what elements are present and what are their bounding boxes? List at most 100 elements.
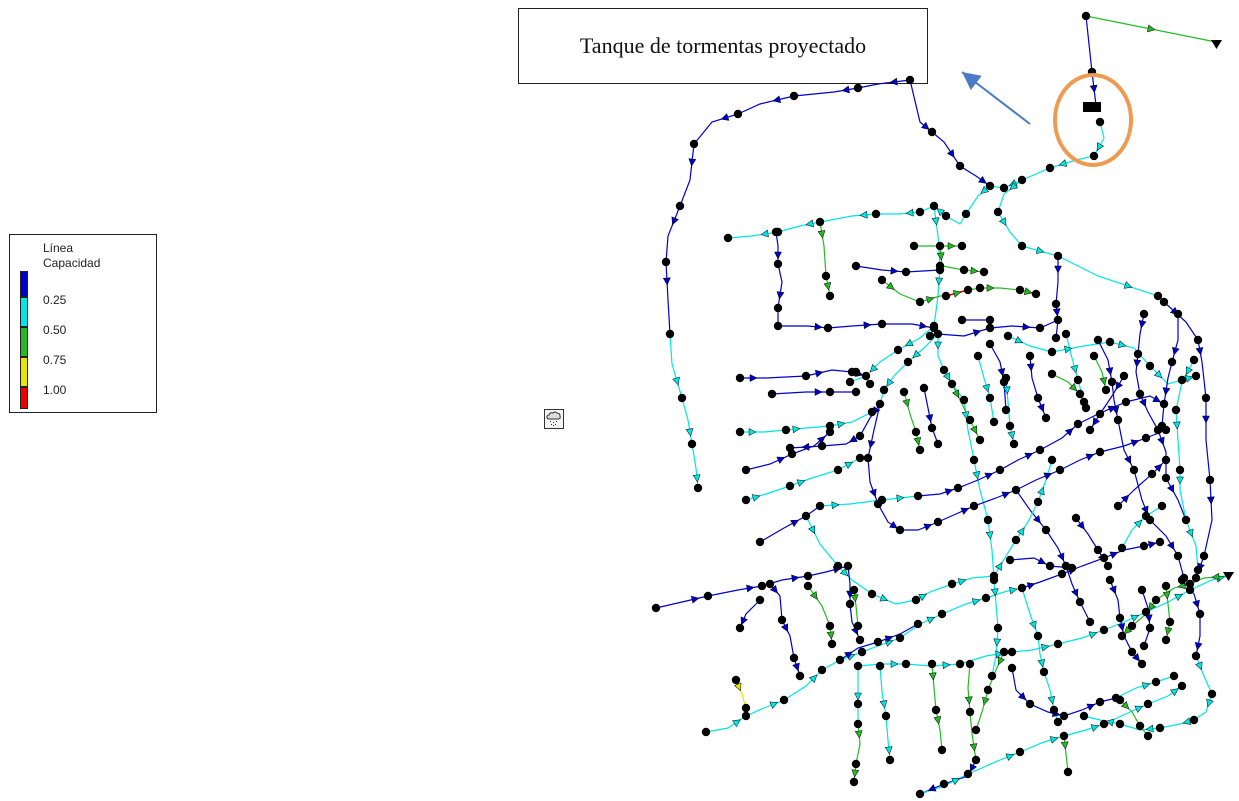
- junction-node[interactable]: [757, 581, 767, 591]
- junction-node[interactable]: [867, 589, 877, 599]
- junction-node[interactable]: [1161, 425, 1171, 435]
- junction-node[interactable]: [881, 711, 891, 721]
- junction-node[interactable]: [983, 515, 993, 525]
- junction-node[interactable]: [693, 483, 703, 493]
- junction-node[interactable]: [675, 201, 685, 211]
- junction-node[interactable]: [1045, 561, 1055, 571]
- junction-node[interactable]: [961, 209, 971, 219]
- rain-gage-icon[interactable]: [544, 409, 564, 429]
- junction-node[interactable]: [1095, 117, 1105, 127]
- junction-node[interactable]: [973, 351, 983, 361]
- junction-node[interactable]: [959, 265, 969, 275]
- junction-node[interactable]: [987, 671, 997, 681]
- junction-node[interactable]: [1139, 641, 1149, 651]
- junction-node[interactable]: [999, 377, 1009, 387]
- junction-node[interactable]: [929, 321, 939, 331]
- junction-node[interactable]: [927, 423, 937, 433]
- junction-node[interactable]: [865, 379, 875, 389]
- junction-node[interactable]: [993, 623, 1003, 633]
- junction-node[interactable]: [957, 241, 967, 251]
- junction-node[interactable]: [941, 291, 951, 301]
- junction-node[interactable]: [931, 705, 941, 715]
- junction-node[interactable]: [957, 315, 967, 325]
- junction-node[interactable]: [1049, 705, 1059, 715]
- junction-node[interactable]: [919, 383, 929, 393]
- junction-node[interactable]: [857, 647, 867, 657]
- junction-node[interactable]: [999, 183, 1009, 193]
- junction-node[interactable]: [701, 727, 711, 737]
- junction-node[interactable]: [1141, 511, 1151, 521]
- junction-node[interactable]: [937, 609, 947, 619]
- junction-node[interactable]: [1189, 355, 1199, 365]
- junction-node[interactable]: [825, 427, 835, 437]
- junction-node[interactable]: [733, 109, 743, 119]
- conduit-32[interactable]: [1175, 359, 1199, 571]
- junction-node[interactable]: [1147, 469, 1157, 479]
- conduit-29[interactable]: [1097, 339, 1185, 579]
- junction-node[interactable]: [1059, 711, 1069, 721]
- junction-node[interactable]: [1115, 719, 1125, 729]
- junction-node[interactable]: [879, 385, 889, 395]
- junction-node[interactable]: [773, 321, 783, 331]
- junction-node[interactable]: [1173, 309, 1183, 319]
- junction-node[interactable]: [817, 665, 827, 675]
- junction-node[interactable]: [1143, 699, 1153, 709]
- junction-node[interactable]: [925, 331, 935, 341]
- junction-node[interactable]: [1095, 697, 1105, 707]
- junction-node[interactable]: [1011, 535, 1021, 545]
- junction-node[interactable]: [1189, 715, 1199, 725]
- junction-node[interactable]: [1017, 583, 1027, 593]
- junction-node[interactable]: [1015, 747, 1025, 757]
- junction-node[interactable]: [1099, 719, 1109, 729]
- junction-node[interactable]: [955, 659, 965, 669]
- junction-node[interactable]: [833, 561, 843, 571]
- junction-node[interactable]: [893, 345, 903, 355]
- junction-node[interactable]: [1127, 621, 1137, 631]
- junction-node[interactable]: [1093, 545, 1103, 555]
- junction-node[interactable]: [1099, 625, 1109, 635]
- junction-node[interactable]: [665, 329, 675, 339]
- junction-node[interactable]: [1075, 597, 1085, 607]
- junction-node[interactable]: [905, 75, 915, 85]
- junction-node[interactable]: [741, 495, 751, 505]
- junction-node[interactable]: [1193, 565, 1203, 575]
- conduit-36[interactable]: [740, 411, 873, 433]
- junction-node[interactable]: [1115, 613, 1125, 623]
- conduit-76[interactable]: [1083, 655, 1213, 731]
- junction-node[interactable]: [1017, 175, 1027, 185]
- junction-node[interactable]: [969, 501, 979, 511]
- junction-node[interactable]: [947, 379, 957, 389]
- junction-node[interactable]: [1153, 291, 1163, 301]
- conduit-39[interactable]: [759, 505, 821, 543]
- junction-node[interactable]: [1135, 721, 1145, 731]
- junction-node[interactable]: [935, 241, 945, 251]
- junction-node[interactable]: [795, 671, 805, 681]
- junction-node[interactable]: [1155, 723, 1165, 733]
- junction-node[interactable]: [1039, 667, 1049, 677]
- junction-node[interactable]: [1151, 595, 1161, 605]
- conduit-7[interactable]: [909, 79, 991, 187]
- junction-node[interactable]: [933, 329, 943, 339]
- junction-node[interactable]: [901, 659, 911, 669]
- junction-node[interactable]: [785, 481, 795, 491]
- junction-node[interactable]: [1009, 439, 1019, 449]
- junction-node[interactable]: [1085, 617, 1095, 627]
- junction-node[interactable]: [741, 711, 751, 721]
- junction-node[interactable]: [1161, 473, 1171, 483]
- junction-node[interactable]: [1053, 251, 1063, 261]
- junction-node[interactable]: [777, 615, 787, 625]
- junction-node[interactable]: [915, 297, 925, 307]
- junction-node[interactable]: [651, 603, 661, 613]
- junction-node[interactable]: [915, 445, 925, 455]
- junction-node[interactable]: [1199, 551, 1209, 561]
- junction-node[interactable]: [855, 431, 865, 441]
- junction-node[interactable]: [1195, 609, 1205, 619]
- junction-node[interactable]: [1151, 677, 1161, 687]
- junction-node[interactable]: [1045, 163, 1055, 173]
- junction-node[interactable]: [963, 769, 973, 779]
- conduit-23[interactable]: [771, 391, 856, 395]
- junction-node[interactable]: [955, 161, 965, 171]
- junction-node[interactable]: [903, 357, 913, 367]
- junction-node[interactable]: [959, 395, 969, 405]
